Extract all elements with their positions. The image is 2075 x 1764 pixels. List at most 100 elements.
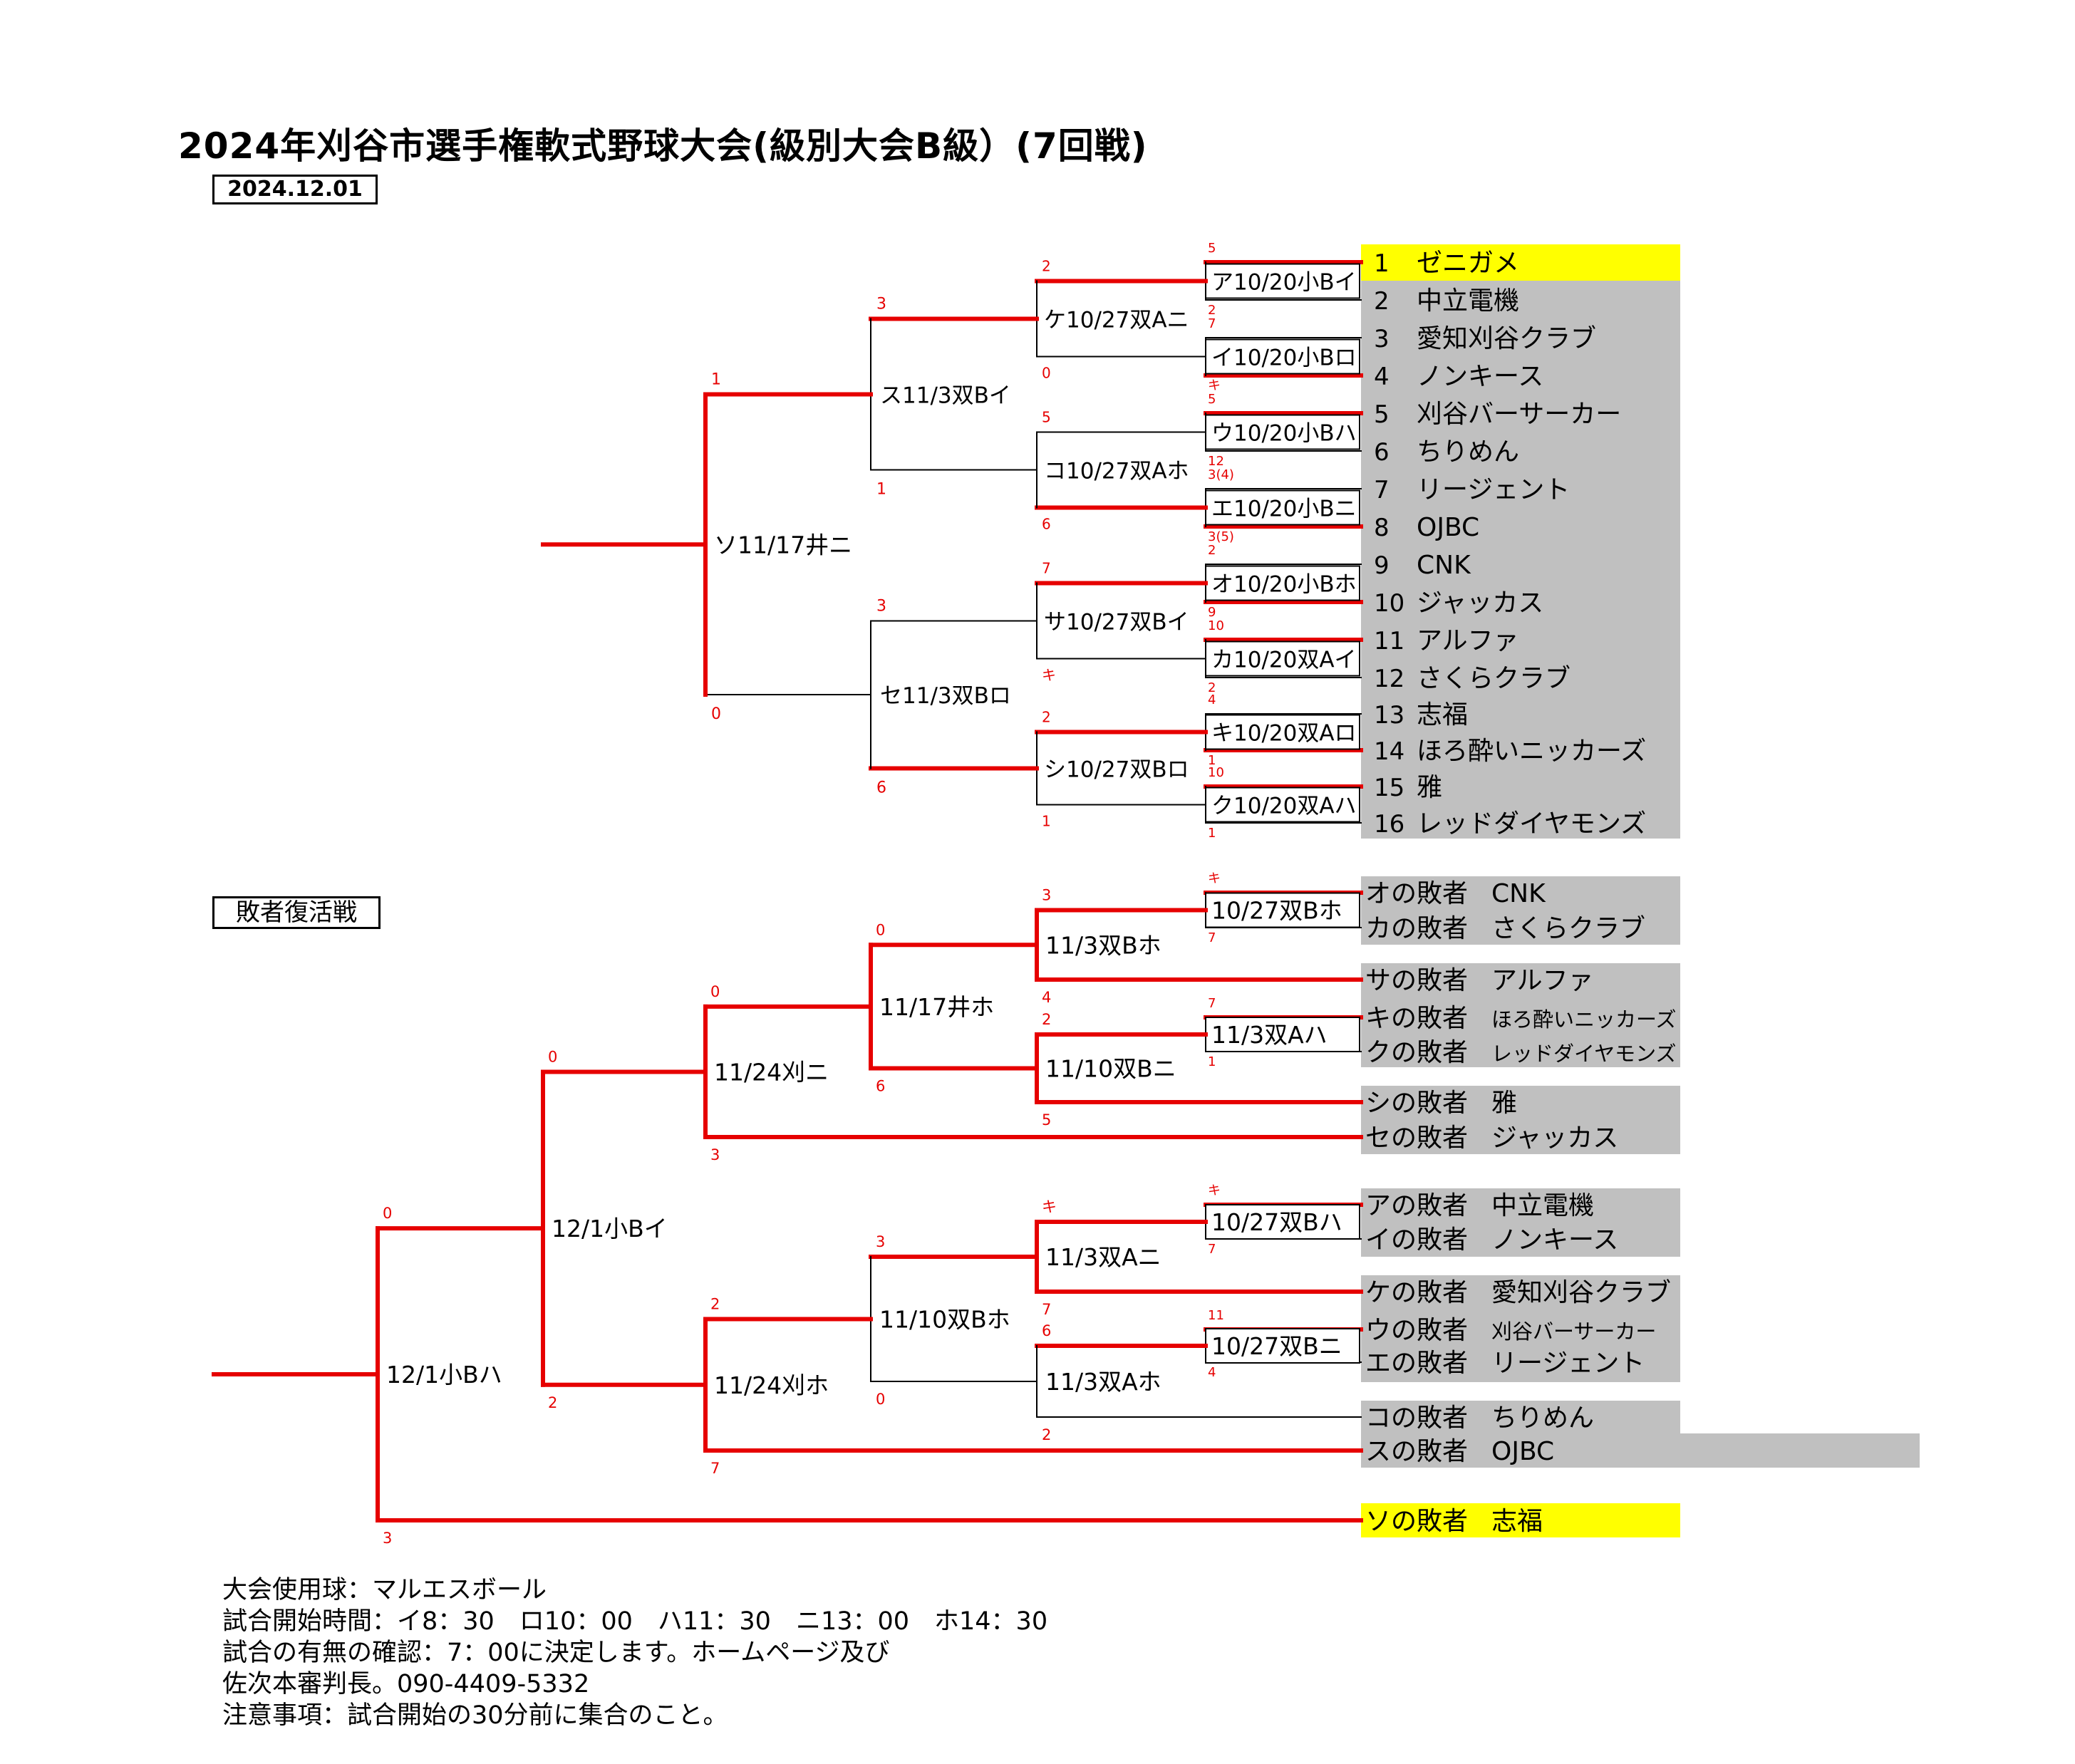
game-label: ケ10/27双Aニ [1044, 308, 1189, 333]
game-label: 10/27双Bニ [1211, 1332, 1342, 1360]
score-label: 0 [711, 705, 721, 723]
loser-team: 刈谷バーサーカー [1491, 1319, 1656, 1344]
score-label: 7 [1208, 316, 1216, 331]
team-name: 愛知刈谷クラブ [1417, 324, 1596, 353]
score-label: 6 [876, 779, 886, 797]
game-box [1206, 1329, 1360, 1363]
game-label: シ10/27双Bロ [1044, 757, 1189, 783]
score-label: 3(5) [1208, 529, 1234, 544]
note-line: 試合開始時間：イ8：30 ロ10：00 ハ11：30 ニ13：00 ホ14：30 [222, 1607, 1048, 1636]
note-line: 試合の有無の確認：7：00に決定します。ホームページ及び [222, 1639, 890, 1667]
loser-label: スの敗者 [1365, 1437, 1468, 1466]
game-label: 11/3双Aニ [1045, 1243, 1161, 1271]
team-number: 13 [1374, 701, 1404, 730]
score-label: 7 [1042, 560, 1051, 577]
loser-label: カの敗者 [1365, 914, 1468, 943]
score-label: 0 [1042, 365, 1051, 382]
repechage-bg [1361, 1188, 1680, 1257]
score-label: 2 [1208, 680, 1216, 695]
game-label: 12/1小Bイ [552, 1215, 668, 1242]
score-label: キ [1208, 378, 1221, 393]
game-label: 11/3双Bホ [1045, 931, 1161, 959]
score-label: 0 [876, 1391, 885, 1408]
team-number: 14 [1374, 737, 1404, 766]
score-label: 1 [1208, 753, 1216, 768]
repechage-bg [1361, 1275, 1680, 1382]
score-label: 1 [876, 481, 886, 499]
game-label: カ10/20双Aイ [1211, 648, 1357, 673]
loser-label: ウの敗者 [1365, 1316, 1468, 1345]
game-label: 11/10双Bホ [879, 1306, 1010, 1334]
game-label: 11/24刈ホ [714, 1371, 829, 1399]
score-label: 1 [711, 371, 721, 389]
loser-label: ソの敗者 [1365, 1507, 1468, 1536]
game-label: ア10/20小Bイ [1211, 270, 1357, 296]
team-number: 4 [1374, 363, 1390, 391]
team-name: ジャッカス [1417, 588, 1543, 618]
loser-team: ノンキース [1491, 1225, 1618, 1255]
team-number: 11 [1374, 627, 1404, 655]
team-name: アルファ [1417, 626, 1519, 655]
loser-label: アの敗者 [1365, 1191, 1468, 1220]
score-label: 12 [1208, 454, 1224, 469]
loser-label: キの敗者 [1365, 1004, 1468, 1033]
repechage-highlight [1361, 1503, 1680, 1537]
score-label: 6 [876, 1078, 885, 1095]
score-label: 5 [1042, 409, 1051, 426]
score-label: 6 [1042, 516, 1051, 533]
score-label: 4 [1042, 989, 1051, 1006]
loser-label: エの敗者 [1365, 1349, 1468, 1378]
score-label: 0 [876, 921, 885, 938]
loser-label: オの敗者 [1365, 879, 1468, 908]
score-label: 2 [1042, 1426, 1051, 1443]
score-label: 0 [548, 1048, 557, 1065]
team-name: レッドダイヤモンズ [1417, 809, 1646, 839]
score-label: 11 [1208, 1308, 1224, 1323]
team-list-bg [1361, 244, 1680, 839]
score-label: 3 [710, 1146, 720, 1163]
loser-team: ジャッカス [1491, 1124, 1618, 1153]
game-label: 10/27双Bホ [1211, 897, 1342, 925]
team-name: 雅 [1417, 773, 1442, 802]
score-label: 7 [1208, 996, 1216, 1011]
team-name: 刈谷バーサーカー [1417, 400, 1621, 429]
team-number: 12 [1374, 665, 1404, 693]
game-label: 11/3双Aハ [1211, 1021, 1328, 1049]
game-box [1206, 566, 1360, 601]
team-name: OJBC [1417, 513, 1479, 542]
team-name: CNK [1417, 551, 1471, 580]
game-label: ス11/3双Bイ [880, 383, 1011, 409]
score-label: 1 [1208, 826, 1216, 841]
game-label: イ10/20小Bロ [1211, 346, 1357, 371]
loser-team: さくらクラブ [1491, 914, 1645, 943]
score-label: 3 [876, 296, 886, 313]
team-highlight [1361, 244, 1680, 281]
note-line: 注意事項：試合開始の30分前に集合のこと。 [222, 1701, 728, 1730]
tournament-notes: 大会使用球：マルエスボール 試合開始時間：イ8：30 ロ10：00 ハ11：30… [222, 1574, 1047, 1731]
score-label: 2 [1042, 709, 1051, 726]
loser-team: 愛知刈谷クラブ [1491, 1278, 1671, 1307]
team-name: 志福 [1417, 700, 1468, 730]
loser-team: CNK [1491, 879, 1546, 908]
score-label: 7 [1208, 1242, 1216, 1257]
score-label: 3 [876, 598, 886, 616]
team-name: リージェント [1417, 475, 1570, 504]
team-number: 10 [1374, 589, 1404, 618]
loser-team: 中立電機 [1491, 1191, 1594, 1220]
game-label: ク10/20双Aハ [1211, 794, 1357, 819]
team-number: 3 [1374, 325, 1390, 353]
score-label: 0 [710, 983, 720, 1000]
score-label: 3(4) [1208, 467, 1234, 482]
score-label: 4 [1208, 692, 1216, 707]
repechage-section-label: 敗者復活戦 [212, 896, 381, 929]
team-number: 9 [1374, 551, 1390, 580]
score-label: キ [1042, 1198, 1057, 1215]
repechage-bg [1361, 1401, 1680, 1433]
score-label: 4 [1208, 1365, 1216, 1380]
game-box [1206, 339, 1360, 374]
repechage-bg [1361, 1086, 1680, 1154]
score-label: 3 [876, 1233, 885, 1250]
game-box [1206, 264, 1360, 299]
loser-label: サの敗者 [1365, 966, 1468, 995]
